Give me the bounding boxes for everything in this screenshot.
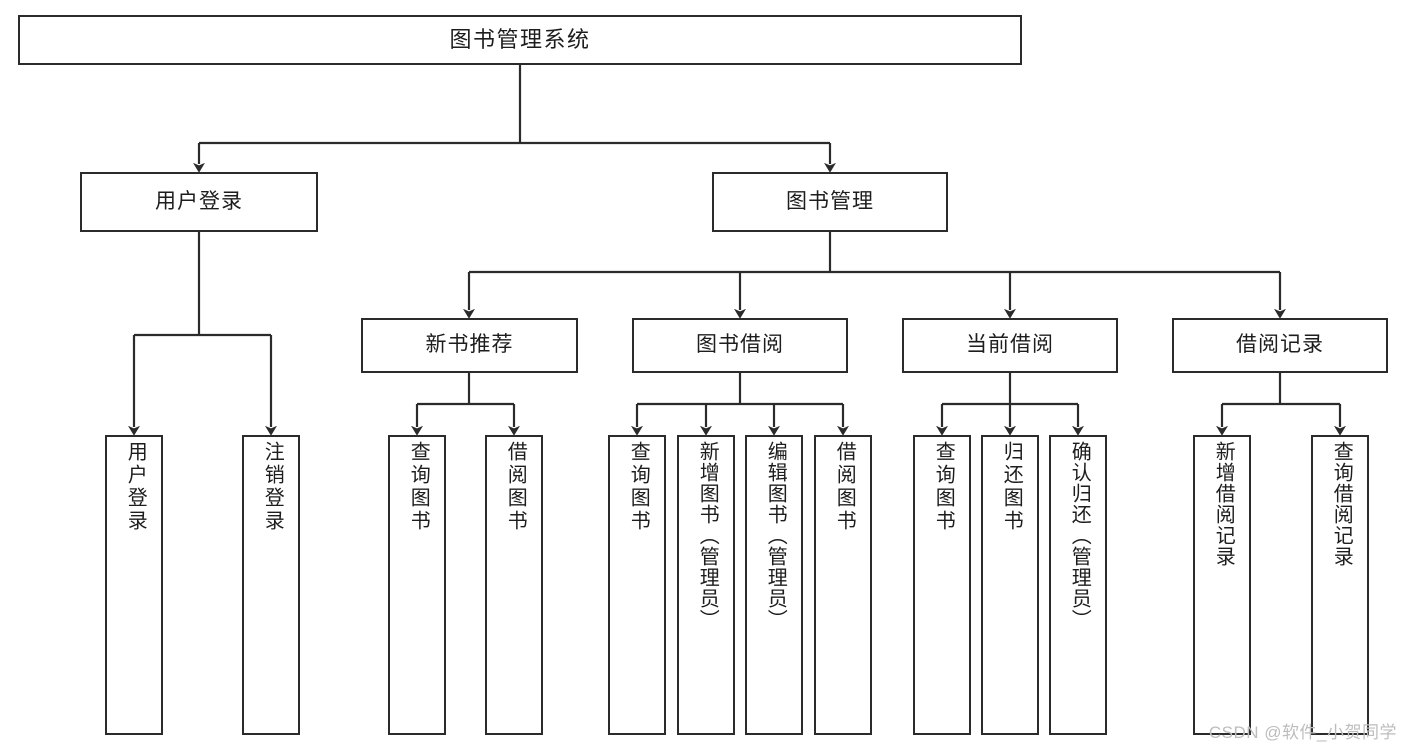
leaf-query-borrow-record[interactable]: 查询借阅记录	[1311, 435, 1369, 735]
leaf-query-book-newbook[interactable]: 查询图书	[388, 435, 446, 735]
node-label: 新增借阅记录	[1212, 441, 1235, 567]
node-label: 用户登录	[155, 189, 243, 213]
watermark-text: CSDN @软件_小贺同学	[1208, 723, 1397, 742]
leaf-borrow-book[interactable]: 借阅图书	[814, 435, 872, 735]
node-label: 当前借阅	[966, 333, 1054, 357]
node-label: 新书推荐	[425, 333, 514, 357]
node-label: 图书管理	[786, 189, 874, 213]
leaf-confirm-return-admin[interactable]: 确认归还（管理员）	[1049, 435, 1107, 735]
leaf-add-borrow-record[interactable]: 新增借阅记录	[1193, 435, 1251, 735]
node-label: 图书管理系统	[449, 27, 591, 53]
node-root-book-management-system[interactable]: 图书管理系统	[18, 15, 1022, 65]
node-label: 借阅图书	[833, 441, 856, 533]
leaf-return-book[interactable]: 归还图书	[981, 435, 1039, 735]
node-label: 归还图书	[1000, 441, 1023, 533]
node-label: 新增图书（管理员）	[696, 441, 719, 630]
node-new-book-recommend[interactable]: 新书推荐	[361, 318, 578, 373]
node-label: 查询图书	[932, 441, 955, 533]
node-label: 编辑图书（管理员）	[764, 441, 787, 630]
leaf-query-book-borrow[interactable]: 查询图书	[608, 435, 666, 735]
leaf-borrow-book-newbook[interactable]: 借阅图书	[485, 435, 543, 735]
node-label: 用户登录	[124, 441, 147, 533]
node-user-login[interactable]: 用户登录	[80, 172, 318, 232]
node-label: 确认归还（管理员）	[1068, 441, 1091, 630]
node-book-borrow[interactable]: 图书借阅	[632, 318, 848, 373]
node-label: 图书借阅	[696, 333, 784, 357]
node-label: 查询借阅记录	[1330, 441, 1353, 567]
node-label: 查询图书	[627, 441, 650, 533]
leaf-user-login[interactable]: 用户登录	[105, 435, 163, 735]
node-label: 借阅记录	[1236, 333, 1324, 357]
node-label: 借阅图书	[504, 441, 527, 533]
node-borrow-record[interactable]: 借阅记录	[1172, 318, 1388, 373]
node-label: 查询图书	[407, 441, 430, 533]
leaf-edit-book-admin[interactable]: 编辑图书（管理员）	[745, 435, 803, 735]
node-label: 注销登录	[261, 441, 284, 533]
leaf-query-book-current[interactable]: 查询图书	[913, 435, 971, 735]
node-current-borrow[interactable]: 当前借阅	[902, 318, 1118, 373]
leaf-add-book-admin[interactable]: 新增图书（管理员）	[677, 435, 735, 735]
node-book-management[interactable]: 图书管理	[712, 172, 948, 232]
leaf-logout-login[interactable]: 注销登录	[242, 435, 300, 735]
